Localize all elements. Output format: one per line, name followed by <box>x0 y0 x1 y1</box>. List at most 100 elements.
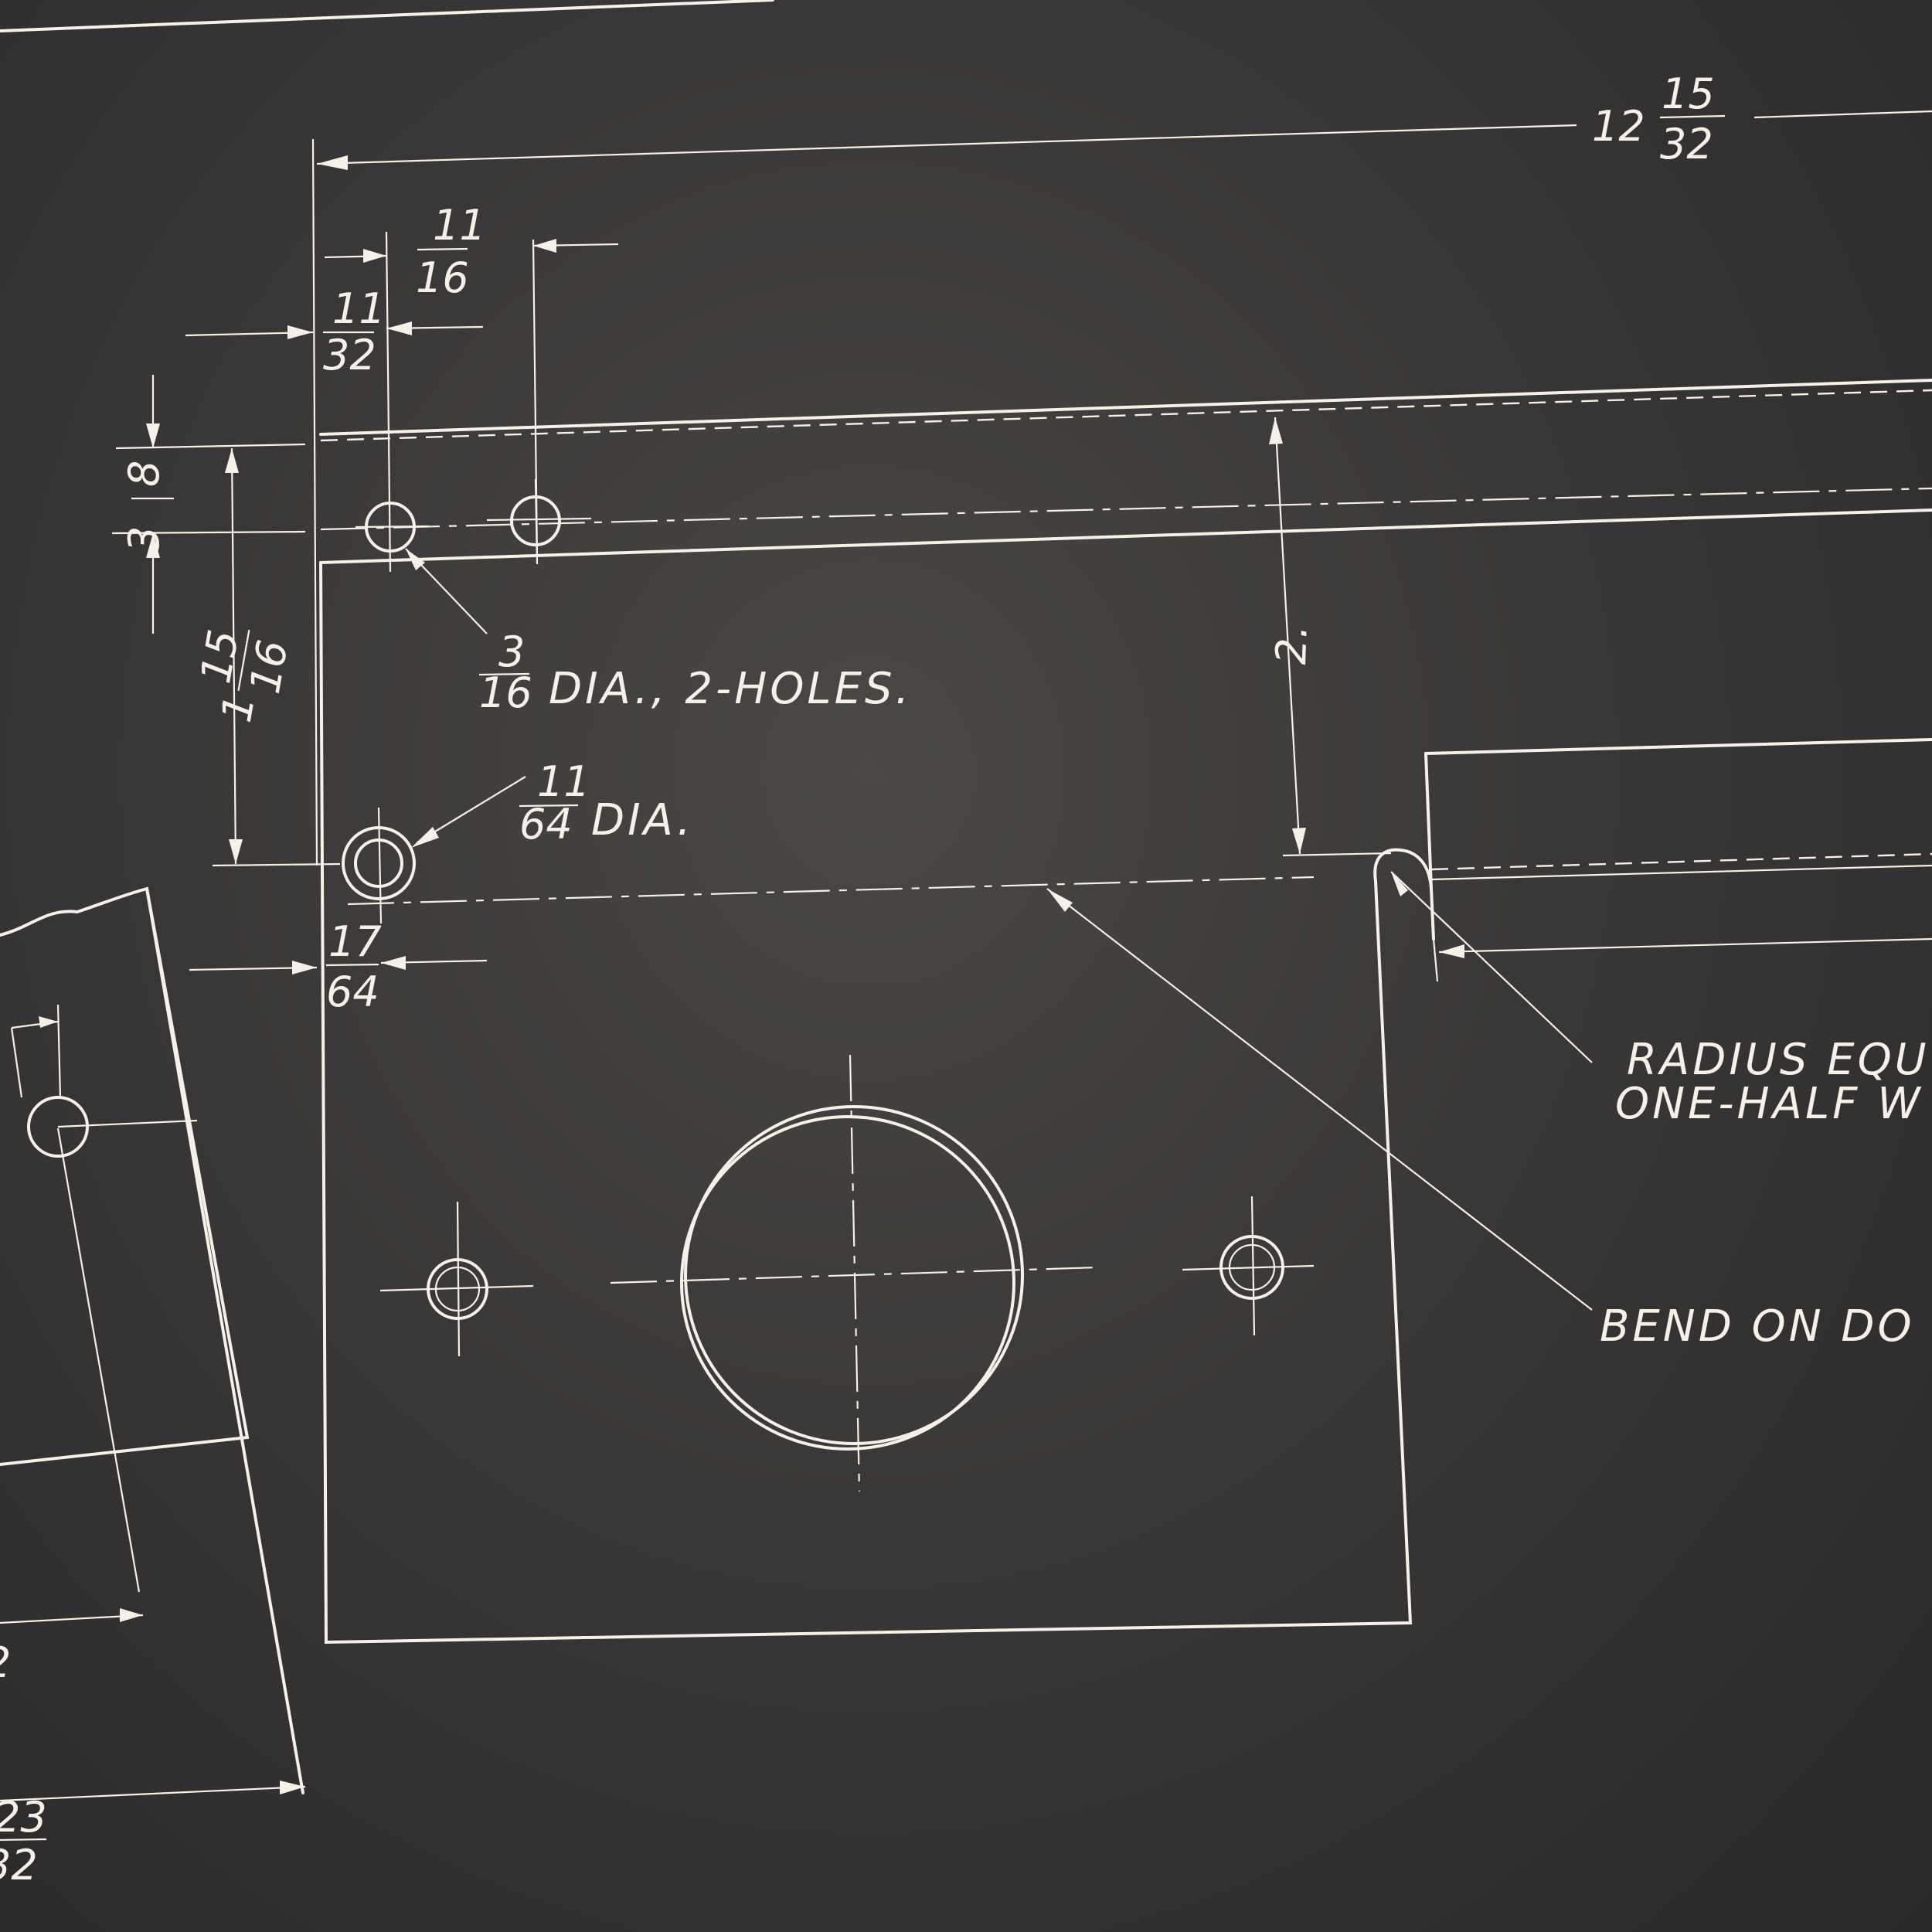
main-plate <box>319 561 1439 1645</box>
fraction-bar <box>1659 114 1726 119</box>
top-margin-num: 3 <box>120 526 168 553</box>
hole-centerline <box>1250 1196 1256 1336</box>
part-edge <box>145 887 304 1794</box>
extension-line <box>212 862 341 867</box>
large-hole <box>610 1054 1098 1492</box>
extension-line <box>1282 852 1392 857</box>
vertical-dimensions-left: 3 8 1 15 16 <box>111 375 341 867</box>
flange-height-dimension: 2. <box>1267 417 1392 857</box>
fraction-bar <box>478 672 530 676</box>
extension-line <box>56 1004 62 1098</box>
dimension-line <box>1438 937 1932 954</box>
arrowhead <box>381 956 406 970</box>
hole-centerline <box>456 1201 461 1357</box>
bend-note-text: BEND ON DO <box>1600 1301 1915 1352</box>
flange-hole-2 <box>486 478 592 565</box>
arrowhead <box>287 325 313 339</box>
dimension-line <box>0 1785 306 1802</box>
hole-centerline <box>1182 1264 1315 1271</box>
part-hole <box>27 1096 89 1158</box>
dim-height-line <box>230 447 237 865</box>
hole-circle <box>684 1105 1024 1445</box>
arrowhead <box>363 249 386 263</box>
fraction-bar <box>0 1838 47 1842</box>
leader-line <box>1390 871 1593 1063</box>
holes-two-text: DIA., 2-HOLES. <box>549 664 912 714</box>
flange-bottom-edge <box>319 509 1932 564</box>
hole-small-den: 64 <box>519 800 573 849</box>
radius-note-line2: ONE-HALF W <box>1615 1079 1923 1129</box>
arrowhead <box>1439 944 1464 958</box>
holes-two-num: 3 <box>498 628 525 676</box>
hole-centerline <box>57 1119 198 1128</box>
hole-small-num: 11 <box>537 757 590 806</box>
overall-length-dimension: 12 15 32 <box>311 70 1932 866</box>
bottom-offset-dimension: 17 64 <box>189 917 488 1016</box>
sheet-border-line <box>0 0 774 32</box>
arrowhead <box>146 423 160 448</box>
mount-hole-right <box>1182 1196 1315 1336</box>
arrowhead <box>533 239 556 253</box>
holes-two-den: 16 <box>479 668 532 717</box>
arrowhead <box>1391 872 1408 896</box>
radius-note: RADIUS EQU ONE-HALF W <box>1390 871 1930 1129</box>
top-margin-den: 8 <box>120 461 168 487</box>
left-partial-part: 2 23 32 <box>0 886 306 1889</box>
hole-centerline <box>486 517 592 522</box>
arrowhead <box>229 839 243 864</box>
overall-dim-whole: 12 <box>1592 102 1645 151</box>
right-flange <box>1424 738 1932 958</box>
arrowhead <box>411 827 439 848</box>
height-den: 16 <box>240 637 298 698</box>
hole-centerline <box>56 1128 141 1593</box>
edge-offset-den: 32 <box>323 331 376 379</box>
fraction-bar <box>237 629 250 692</box>
dimension-line <box>1274 417 1301 855</box>
left-part-dim: 2 <box>0 1638 11 1687</box>
flange-height-value: 2. <box>1267 624 1317 665</box>
arrowhead <box>1047 889 1073 912</box>
edge-offset-dimension: 11 32 <box>185 284 484 379</box>
extension-line <box>10 1027 23 1098</box>
dimension-line-right <box>1753 110 1932 119</box>
radius-note-line1: RADIUS EQU <box>1627 1035 1930 1085</box>
bend-line <box>347 876 1315 906</box>
holes-two-note: 3 16 DIA., 2-HOLES. <box>405 548 912 717</box>
hole-centerline <box>377 807 383 924</box>
hole-spacing-num: 11 <box>433 201 486 250</box>
top-flange <box>319 379 1932 564</box>
bottom-offset-den: 64 <box>326 968 379 1016</box>
height-num: 15 <box>191 626 248 687</box>
left-bottom-num: 23 <box>0 1793 47 1842</box>
vertical-centerline <box>849 1054 861 1492</box>
flange-edge <box>1424 752 1433 890</box>
flange-top-edge <box>319 379 1932 436</box>
arrowhead <box>280 1781 305 1794</box>
arrowhead <box>317 155 348 170</box>
hole-circle-offset <box>680 1115 1015 1451</box>
bottom-offset-num: 17 <box>328 917 382 966</box>
flange-hidden-line <box>1430 852 1932 871</box>
height-whole: 1 <box>212 692 264 726</box>
hole-spacing-den: 16 <box>416 253 469 302</box>
arrowhead <box>386 321 412 335</box>
edge-offset-num: 11 <box>332 284 386 333</box>
hole-centerline <box>379 1284 534 1292</box>
hole-small-text: DIA. <box>591 795 694 845</box>
fraction-bar <box>417 247 468 251</box>
arrowhead <box>292 961 317 975</box>
mount-hole-left <box>379 1201 534 1357</box>
bend-relief <box>1373 848 1435 940</box>
dimension-line <box>316 124 1577 165</box>
bend-note: BEND ON DO <box>1046 888 1915 1352</box>
hole-centerline <box>355 525 430 529</box>
arrowhead <box>406 549 425 570</box>
leader-line <box>1046 888 1593 1311</box>
dimension-line <box>0 1614 144 1624</box>
extension-line <box>111 530 306 535</box>
overall-dim-num: 15 <box>1662 70 1715 118</box>
extension-line-left <box>311 138 318 866</box>
fraction-bar <box>519 804 579 808</box>
